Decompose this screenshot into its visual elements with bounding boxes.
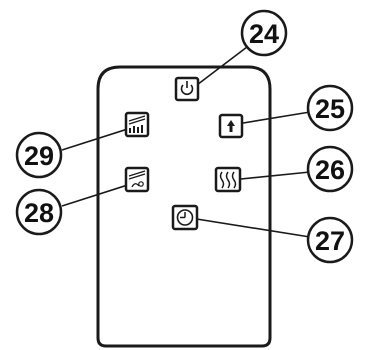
swing-button[interactable]	[124, 166, 150, 193]
callout-26: 26	[306, 145, 354, 193]
callout-label: 26	[315, 155, 345, 185]
timer-button[interactable]	[171, 204, 199, 231]
callout-27: 27	[306, 216, 354, 264]
callout-24: 24	[240, 9, 288, 57]
callout-29: 29	[15, 131, 63, 179]
mode-button[interactable]	[124, 111, 150, 138]
leader-line-27	[183, 216, 311, 238]
callout-label: 27	[315, 226, 345, 256]
mode-icon	[128, 115, 146, 133]
callout-label: 24	[249, 19, 279, 49]
heat-icon	[219, 171, 237, 189]
callout-label: 28	[24, 198, 54, 228]
callout-25: 25	[306, 84, 354, 132]
leader-line-29	[61, 125, 138, 151]
swing-icon	[128, 170, 146, 188]
fan-speed-button[interactable]	[218, 113, 244, 139]
callout-label: 29	[24, 141, 54, 171]
heat-button[interactable]	[214, 166, 242, 193]
timer-icon	[176, 209, 194, 226]
power-icon	[180, 81, 194, 96]
callout-28: 28	[15, 188, 63, 236]
leader-line-25	[230, 111, 311, 126]
leader-line-28	[61, 181, 138, 207]
leader-line-26	[230, 171, 311, 181]
power-button[interactable]	[174, 76, 200, 102]
callout-label: 25	[315, 94, 345, 124]
fan-speed-icon	[227, 120, 235, 132]
